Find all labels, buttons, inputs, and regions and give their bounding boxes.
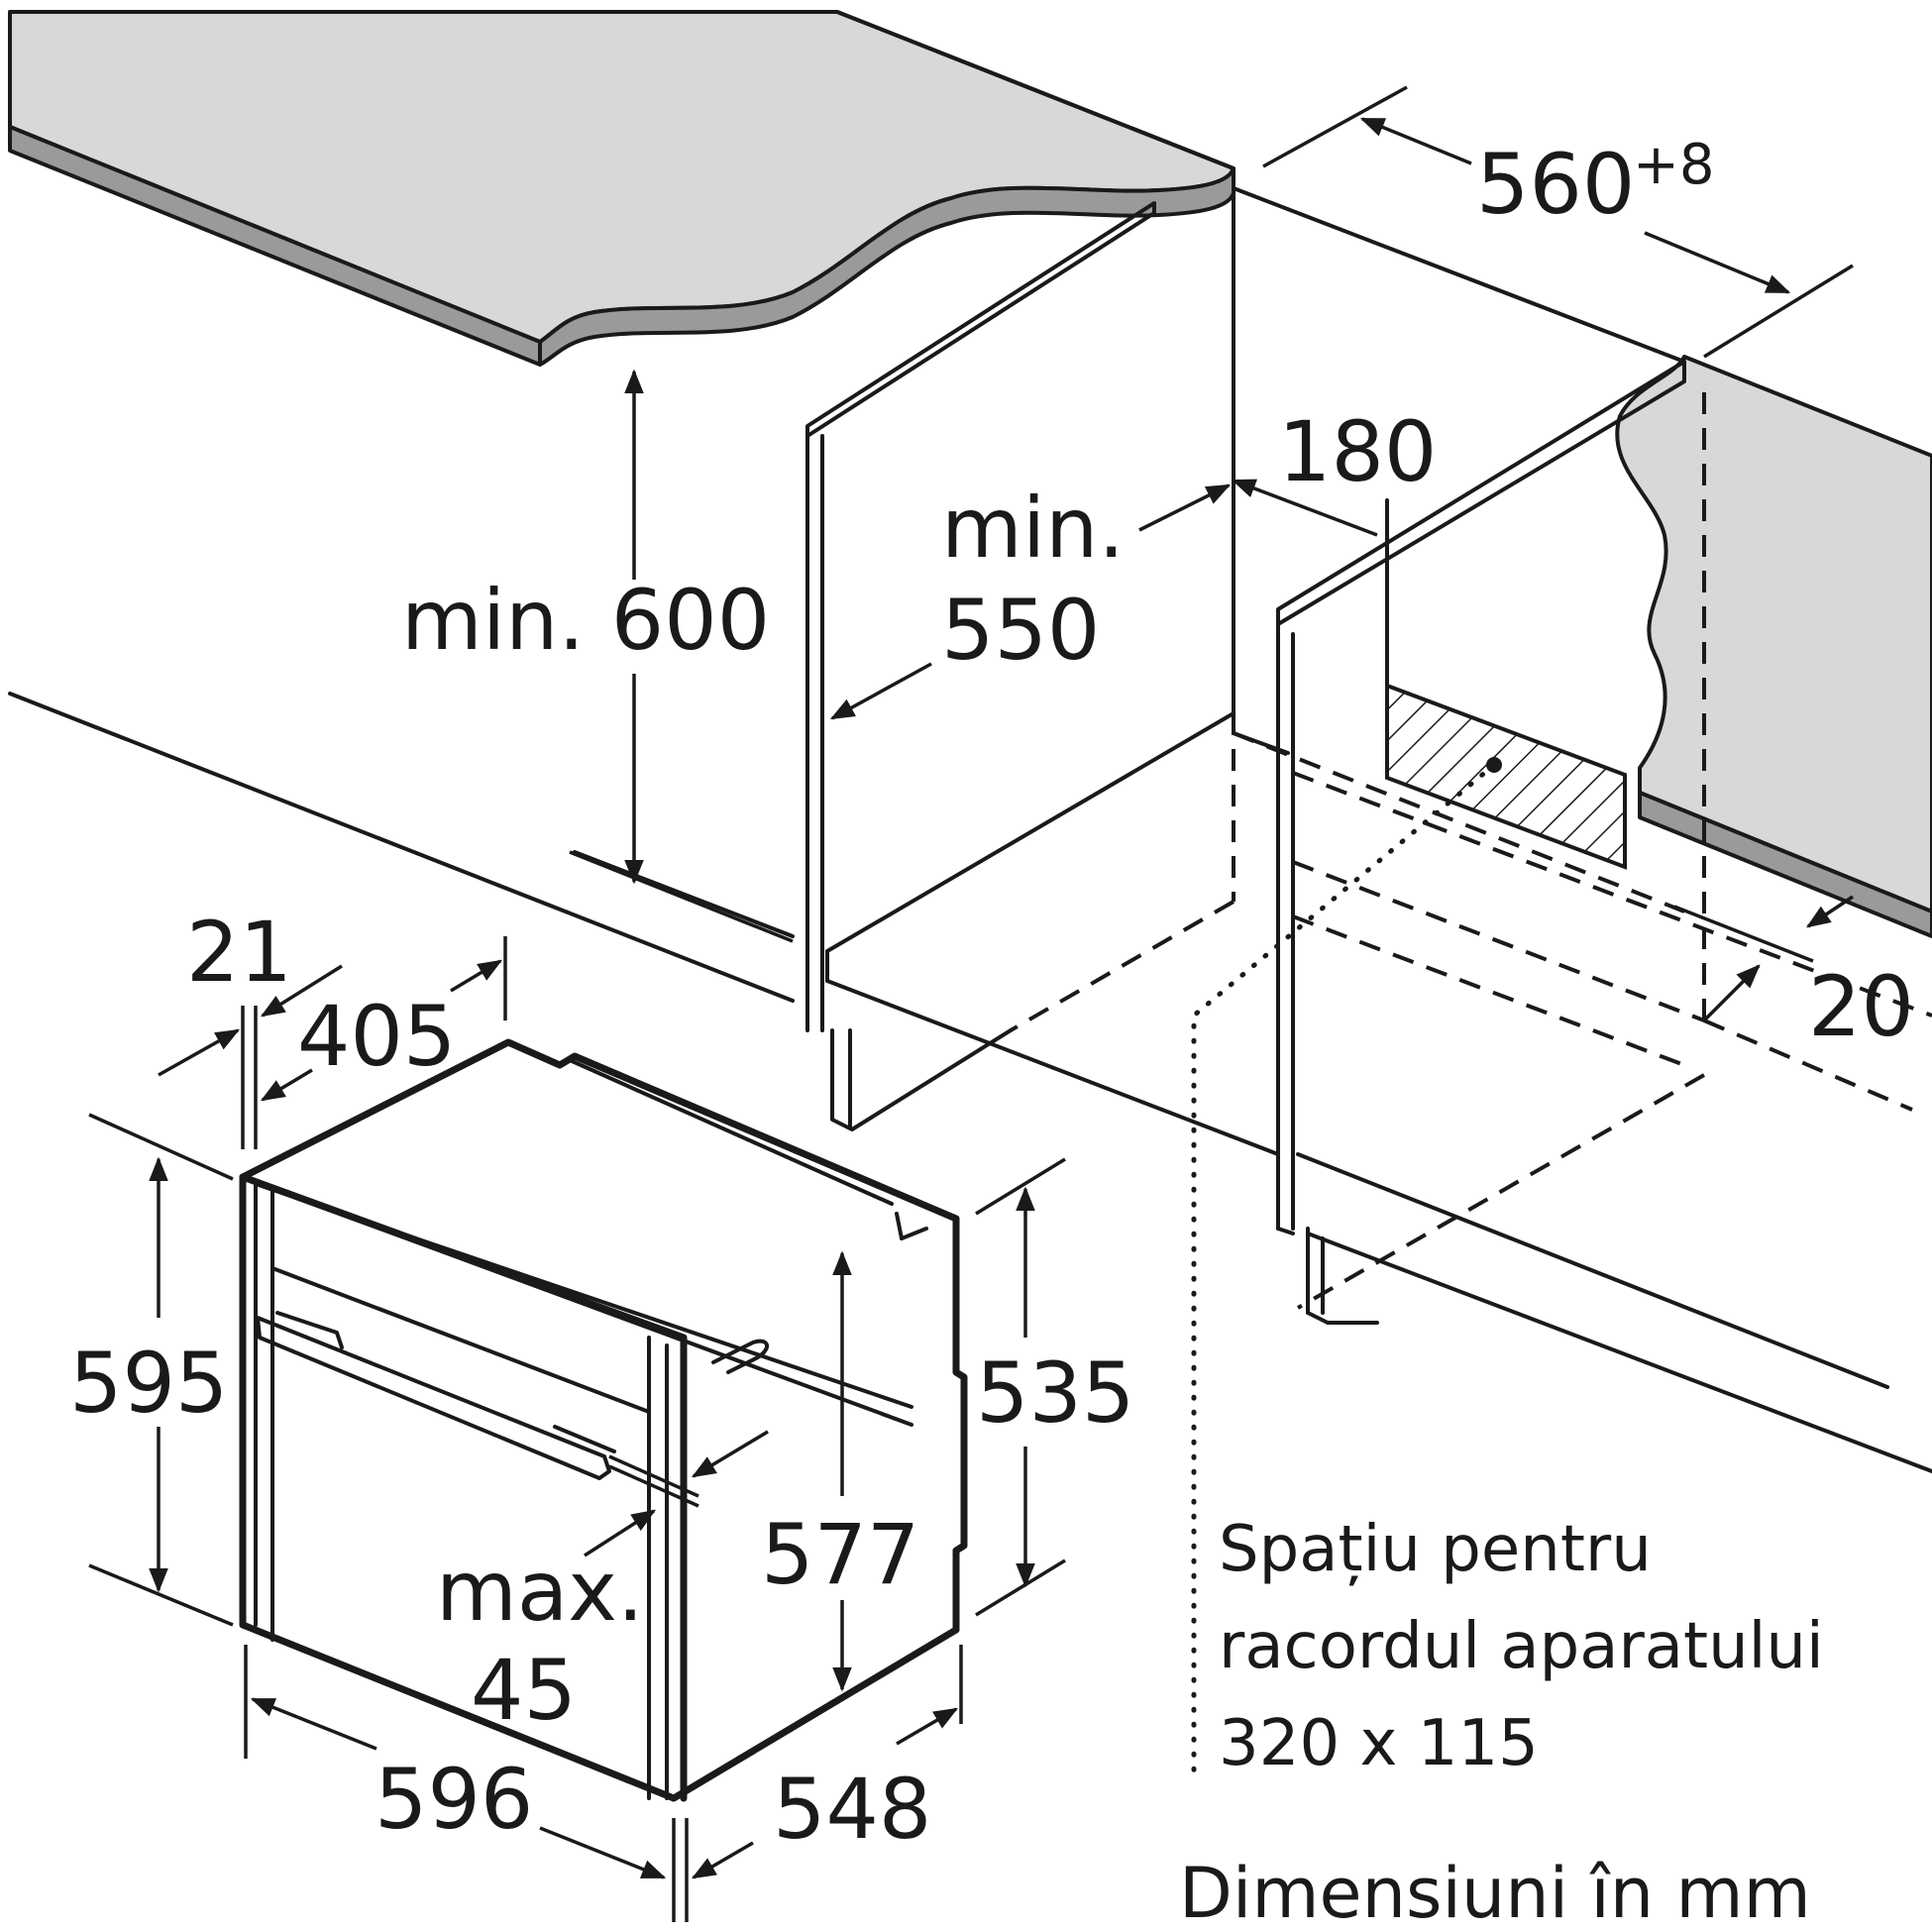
dim-door-height: 577 bbox=[761, 1506, 919, 1603]
dim-oven-front-offset: 21 bbox=[186, 904, 292, 1001]
dim-niche-width-tolerance: +8 bbox=[1633, 133, 1715, 197]
cabinet-outline bbox=[8, 10, 1932, 1473]
dim-cabinet-height-min: min. 600 bbox=[401, 572, 770, 669]
dim-panel-overhang-value: 45 bbox=[471, 1642, 577, 1739]
dimension-lines bbox=[88, 85, 1854, 1922]
connection-socket-area bbox=[1191, 498, 1627, 1776]
units-caption: Dimensiuni în mm bbox=[1179, 1853, 1811, 1932]
dim-socket-offset: 180 bbox=[1278, 403, 1437, 500]
dim-body-height: 535 bbox=[976, 1344, 1134, 1442]
dim-rear-gap: 20 bbox=[1808, 958, 1914, 1055]
note-connection-line1: Spațiu pentru bbox=[1219, 1513, 1652, 1586]
countertop-right bbox=[1615, 355, 1932, 938]
dim-panel-overhang-label: max. bbox=[436, 1543, 644, 1640]
dim-top-cutout-width: 405 bbox=[297, 988, 456, 1085]
note-connection-line3: 320 x 115 bbox=[1219, 1707, 1539, 1780]
oven bbox=[239, 1038, 968, 1802]
dim-oven-depth: 548 bbox=[773, 1761, 931, 1858]
dim-niche-depth-min-value: 550 bbox=[941, 582, 1100, 679]
dim-niche-width: 560 bbox=[1476, 136, 1635, 233]
note-connection-line2: racordul aparatului bbox=[1219, 1610, 1824, 1683]
countertop-left bbox=[8, 10, 1235, 367]
dim-niche-depth-min-label: min. bbox=[941, 480, 1125, 577]
dim-oven-width: 596 bbox=[375, 1751, 533, 1848]
dim-oven-height: 595 bbox=[69, 1335, 228, 1432]
